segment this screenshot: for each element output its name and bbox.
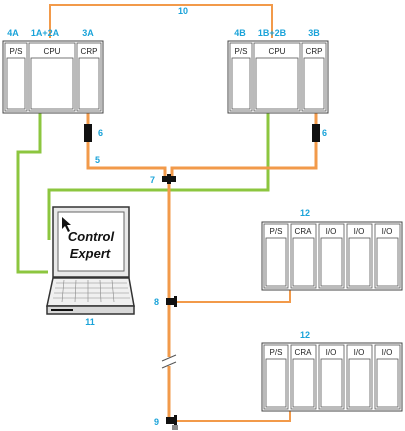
drop-1-cra-label: CRA <box>295 227 313 236</box>
drop-1-ps-label: P/S <box>270 227 283 236</box>
rack-b-cpu-label: CPU <box>269 47 286 56</box>
drop-1-cra-module: CRA <box>290 223 317 289</box>
callout-11: 11 <box>85 317 95 327</box>
drop-2-io-label-2: I/O <box>354 348 365 357</box>
drop-2-ps-module: P/S <box>263 344 289 410</box>
callout-9: 9 <box>154 417 159 427</box>
tap-connector-7 <box>162 174 176 184</box>
drop-2-io-module-2: I/O <box>346 344 373 410</box>
rack-a-cpu-label: CPU <box>44 47 61 56</box>
screen-text-line2: Expert <box>70 246 111 261</box>
drop-1-io-label-2: I/O <box>354 227 365 236</box>
drop-1-io-module-3: I/O <box>374 223 401 289</box>
rack-a: P/S CPU CRP <box>2 40 104 114</box>
green-cable-a <box>16 112 48 274</box>
rack-a-cpu-module: CPU <box>28 42 76 112</box>
rack-b-crp-module: CRP <box>301 42 327 112</box>
callout-3a: 3A <box>82 28 94 38</box>
rack-b-ps-label: P/S <box>235 47 248 56</box>
drop-1-io-label-1: I/O <box>326 227 337 236</box>
rack-b-cpu-module: CPU <box>253 42 301 112</box>
drop-1-ps-module: P/S <box>263 223 289 289</box>
rack-a-crp-module: CRP <box>76 42 102 112</box>
drop1-cable <box>176 290 291 303</box>
cable-break-mark <box>161 354 177 369</box>
drop-2-io-module-1: I/O <box>318 344 345 410</box>
rack-b: P/S CPU CRP <box>227 40 329 114</box>
rack-a-crp-label: CRP <box>81 47 98 56</box>
callout-6a: 6 <box>98 128 103 138</box>
laptop-keyboard <box>46 277 135 307</box>
rack-a-ps-label: P/S <box>10 47 23 56</box>
callout-1a2a: 1A+2A <box>31 28 60 38</box>
callout-12-drop2: 12 <box>300 330 310 340</box>
cpu-link-cable <box>49 4 273 38</box>
ring-cable-a <box>86 112 167 178</box>
callout-4a: 4A <box>7 28 19 38</box>
callout-12-drop1: 12 <box>300 208 310 218</box>
rack-b-crp-label: CRP <box>306 47 323 56</box>
drop-2-io-module-3: I/O <box>374 344 401 410</box>
drop-2-cra-label: CRA <box>295 348 313 357</box>
drop-2: P/S CRA I/O I/O I/O <box>261 342 403 412</box>
cursor-icon <box>62 217 71 232</box>
callout-3b: 3B <box>308 28 320 38</box>
tap-connector-8 <box>166 296 177 307</box>
drop-1-io-module-2: I/O <box>346 223 373 289</box>
drop2-cable <box>176 410 291 422</box>
drop-2-io-label-3: I/O <box>382 348 393 357</box>
drop-1-io-label-3: I/O <box>382 227 393 236</box>
green-cable-b <box>47 112 270 240</box>
callout-4b: 4B <box>234 28 246 38</box>
ring-cable-b <box>170 112 318 178</box>
drop-2-io-label-1: I/O <box>326 348 337 357</box>
drop-1: P/S CRA I/O I/O I/O <box>261 221 403 291</box>
callout-6b: 6 <box>322 128 327 138</box>
drop-2-ps-label: P/S <box>270 348 283 357</box>
callout-7: 7 <box>150 175 155 185</box>
connector-6b <box>312 124 320 142</box>
rack-a-ps-module: P/S <box>4 42 28 112</box>
callout-1b2b: 1B+2B <box>258 28 287 38</box>
callout-8: 8 <box>154 297 159 307</box>
drop-1-io-module-1: I/O <box>318 223 345 289</box>
tap-connector-9 <box>166 415 178 430</box>
connector-6a <box>84 124 92 142</box>
laptop: Control Expert <box>46 206 135 315</box>
screen-text-line1: Control <box>68 229 115 244</box>
callout-5: 5 <box>95 155 100 165</box>
rack-b-ps-module: P/S <box>229 42 253 112</box>
callout-10: 10 <box>178 6 188 16</box>
drop-2-cra-module: CRA <box>290 344 317 410</box>
